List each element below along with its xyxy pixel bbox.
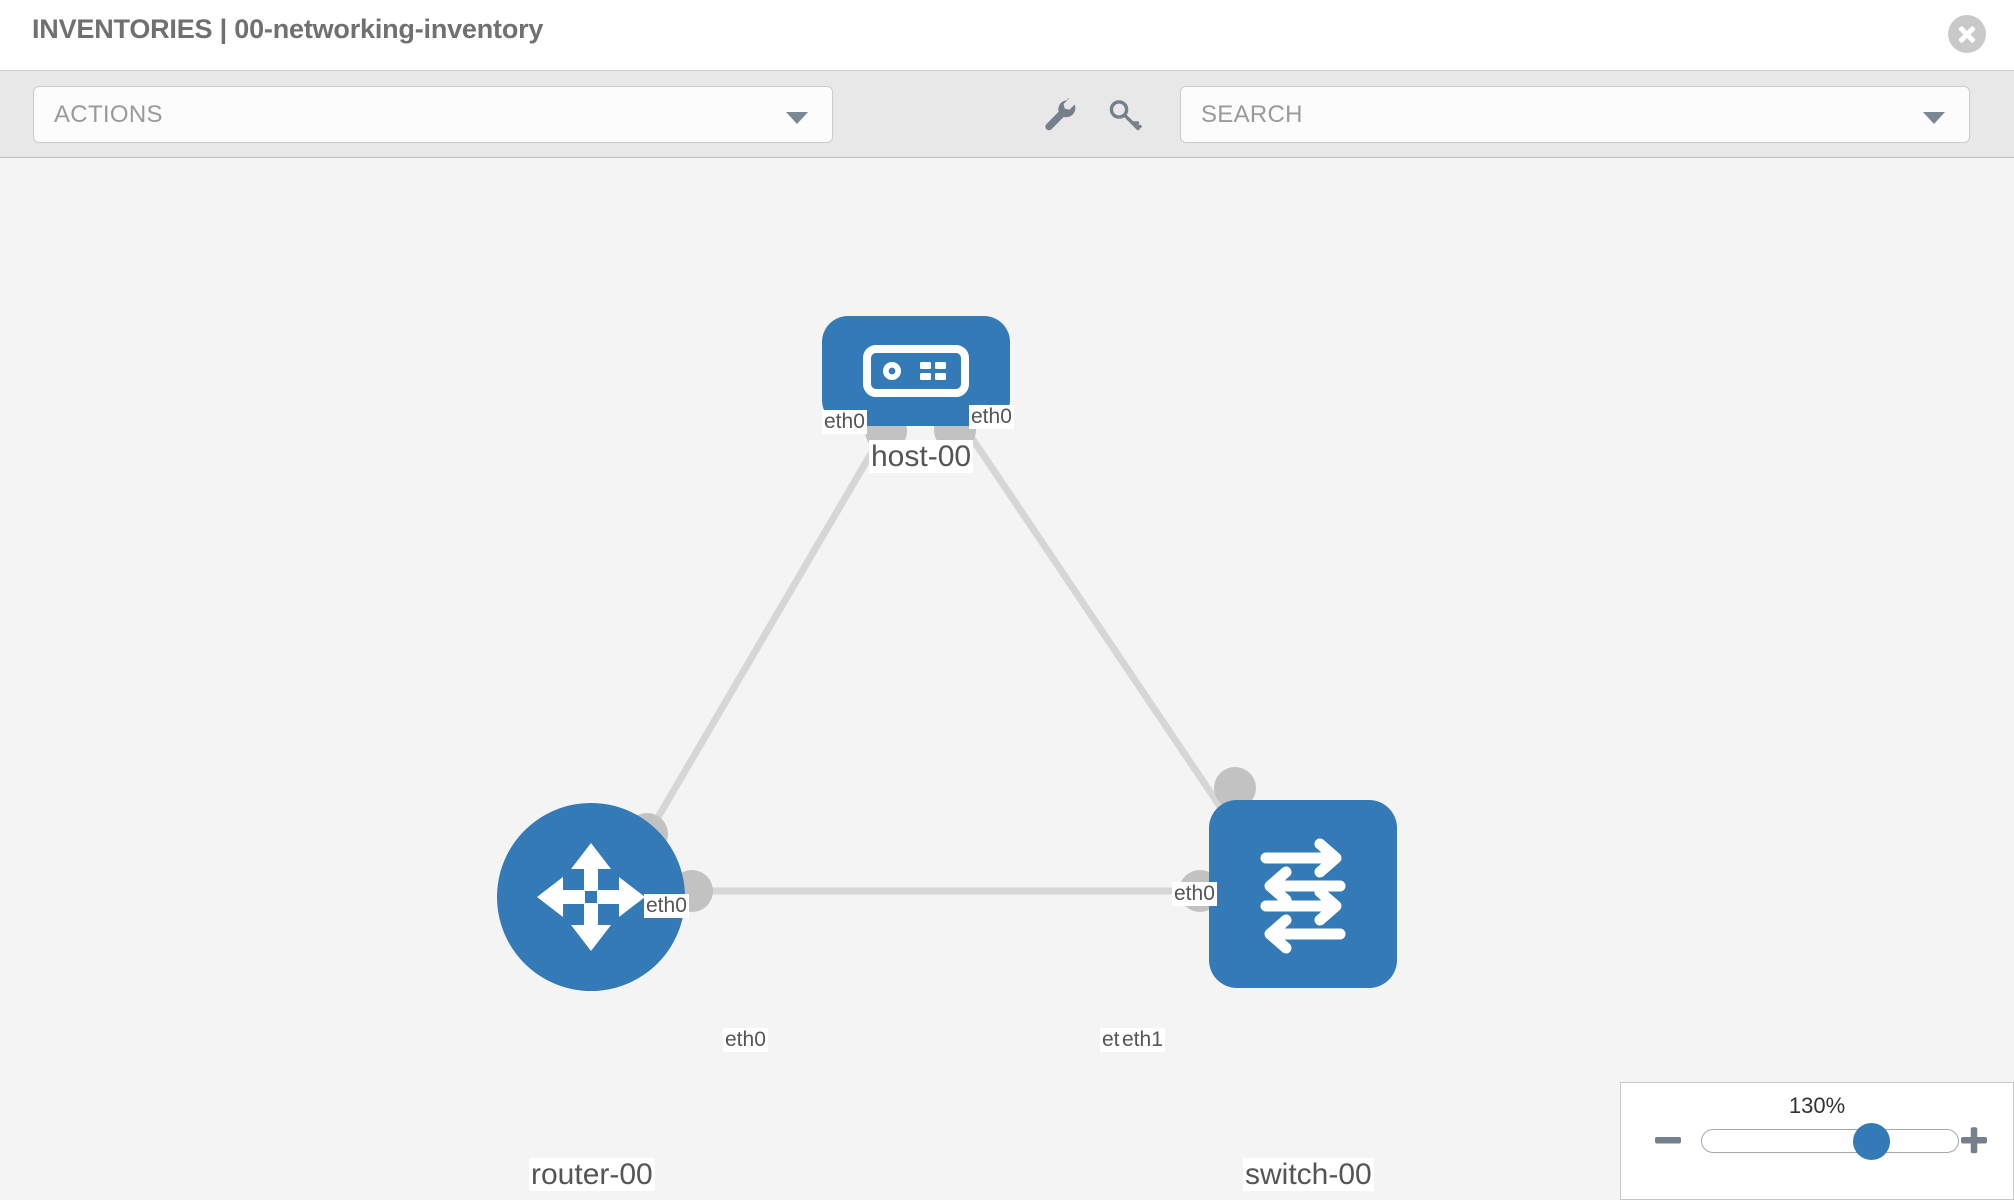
link-host-router (636, 412, 897, 852)
link-host-switch (953, 412, 1252, 852)
topology-canvas[interactable]: eth0 eth0 eth0 eth0 eth0 eth0 eth1 host-… (0, 158, 2014, 1200)
page-header: INVENTORIES | 00-networking-inventory (0, 0, 2014, 70)
close-icon[interactable] (1948, 15, 1986, 53)
edge-label-router-right: eth0 (723, 1028, 768, 1053)
edge-label-switch-left-b: eth1 (1120, 1028, 1165, 1053)
topology-node-router-00[interactable] (497, 803, 685, 991)
topology-ports (626, 409, 1256, 912)
topology-node-switch-00[interactable] (1209, 800, 1397, 988)
chevron-down-icon (786, 112, 808, 124)
zoom-level-label: 130% (1788, 1093, 1846, 1118)
wrench-icon[interactable] (1040, 95, 1080, 135)
node-caption-switch-00: switch-00 (1243, 1158, 1374, 1191)
topology-links (636, 412, 1252, 895)
edge-label-host-left: eth0 (822, 410, 867, 435)
actions-dropdown-label: ACTIONS (54, 101, 163, 128)
server-icon (822, 316, 1010, 426)
switch-icon (1209, 800, 1397, 988)
search-input[interactable]: SEARCH (1180, 86, 1970, 143)
zoom-slider-thumb[interactable] (1853, 1123, 1890, 1160)
edge-label-router-up: eth0 (644, 894, 689, 919)
toolbar: ACTIONS SEARCH (0, 70, 2014, 158)
key-icon[interactable] (1105, 95, 1145, 135)
node-caption-router-00: router-00 (529, 1158, 655, 1191)
chevron-down-icon[interactable] (1923, 112, 1945, 124)
search-placeholder: SEARCH (1201, 101, 1303, 128)
edge-label-host-right: eth0 (969, 405, 1014, 430)
zoom-control-panel: 130% (1620, 1082, 2014, 1200)
node-caption-host-00: host-00 (869, 440, 974, 473)
router-icon (497, 803, 685, 991)
edge-label-switch-up: eth0 (1172, 882, 1217, 907)
page-title: INVENTORIES | 00-networking-inventory (32, 14, 544, 44)
topology-node-host-00[interactable] (822, 316, 1010, 426)
actions-dropdown[interactable]: ACTIONS (33, 86, 833, 143)
zoom-slider[interactable] (1701, 1123, 1959, 1160)
port-switch-up (1214, 767, 1256, 809)
topology-graph (626, 409, 1256, 912)
zoom-in-button[interactable] (1957, 1123, 1991, 1157)
zoom-out-button[interactable] (1651, 1123, 1685, 1157)
